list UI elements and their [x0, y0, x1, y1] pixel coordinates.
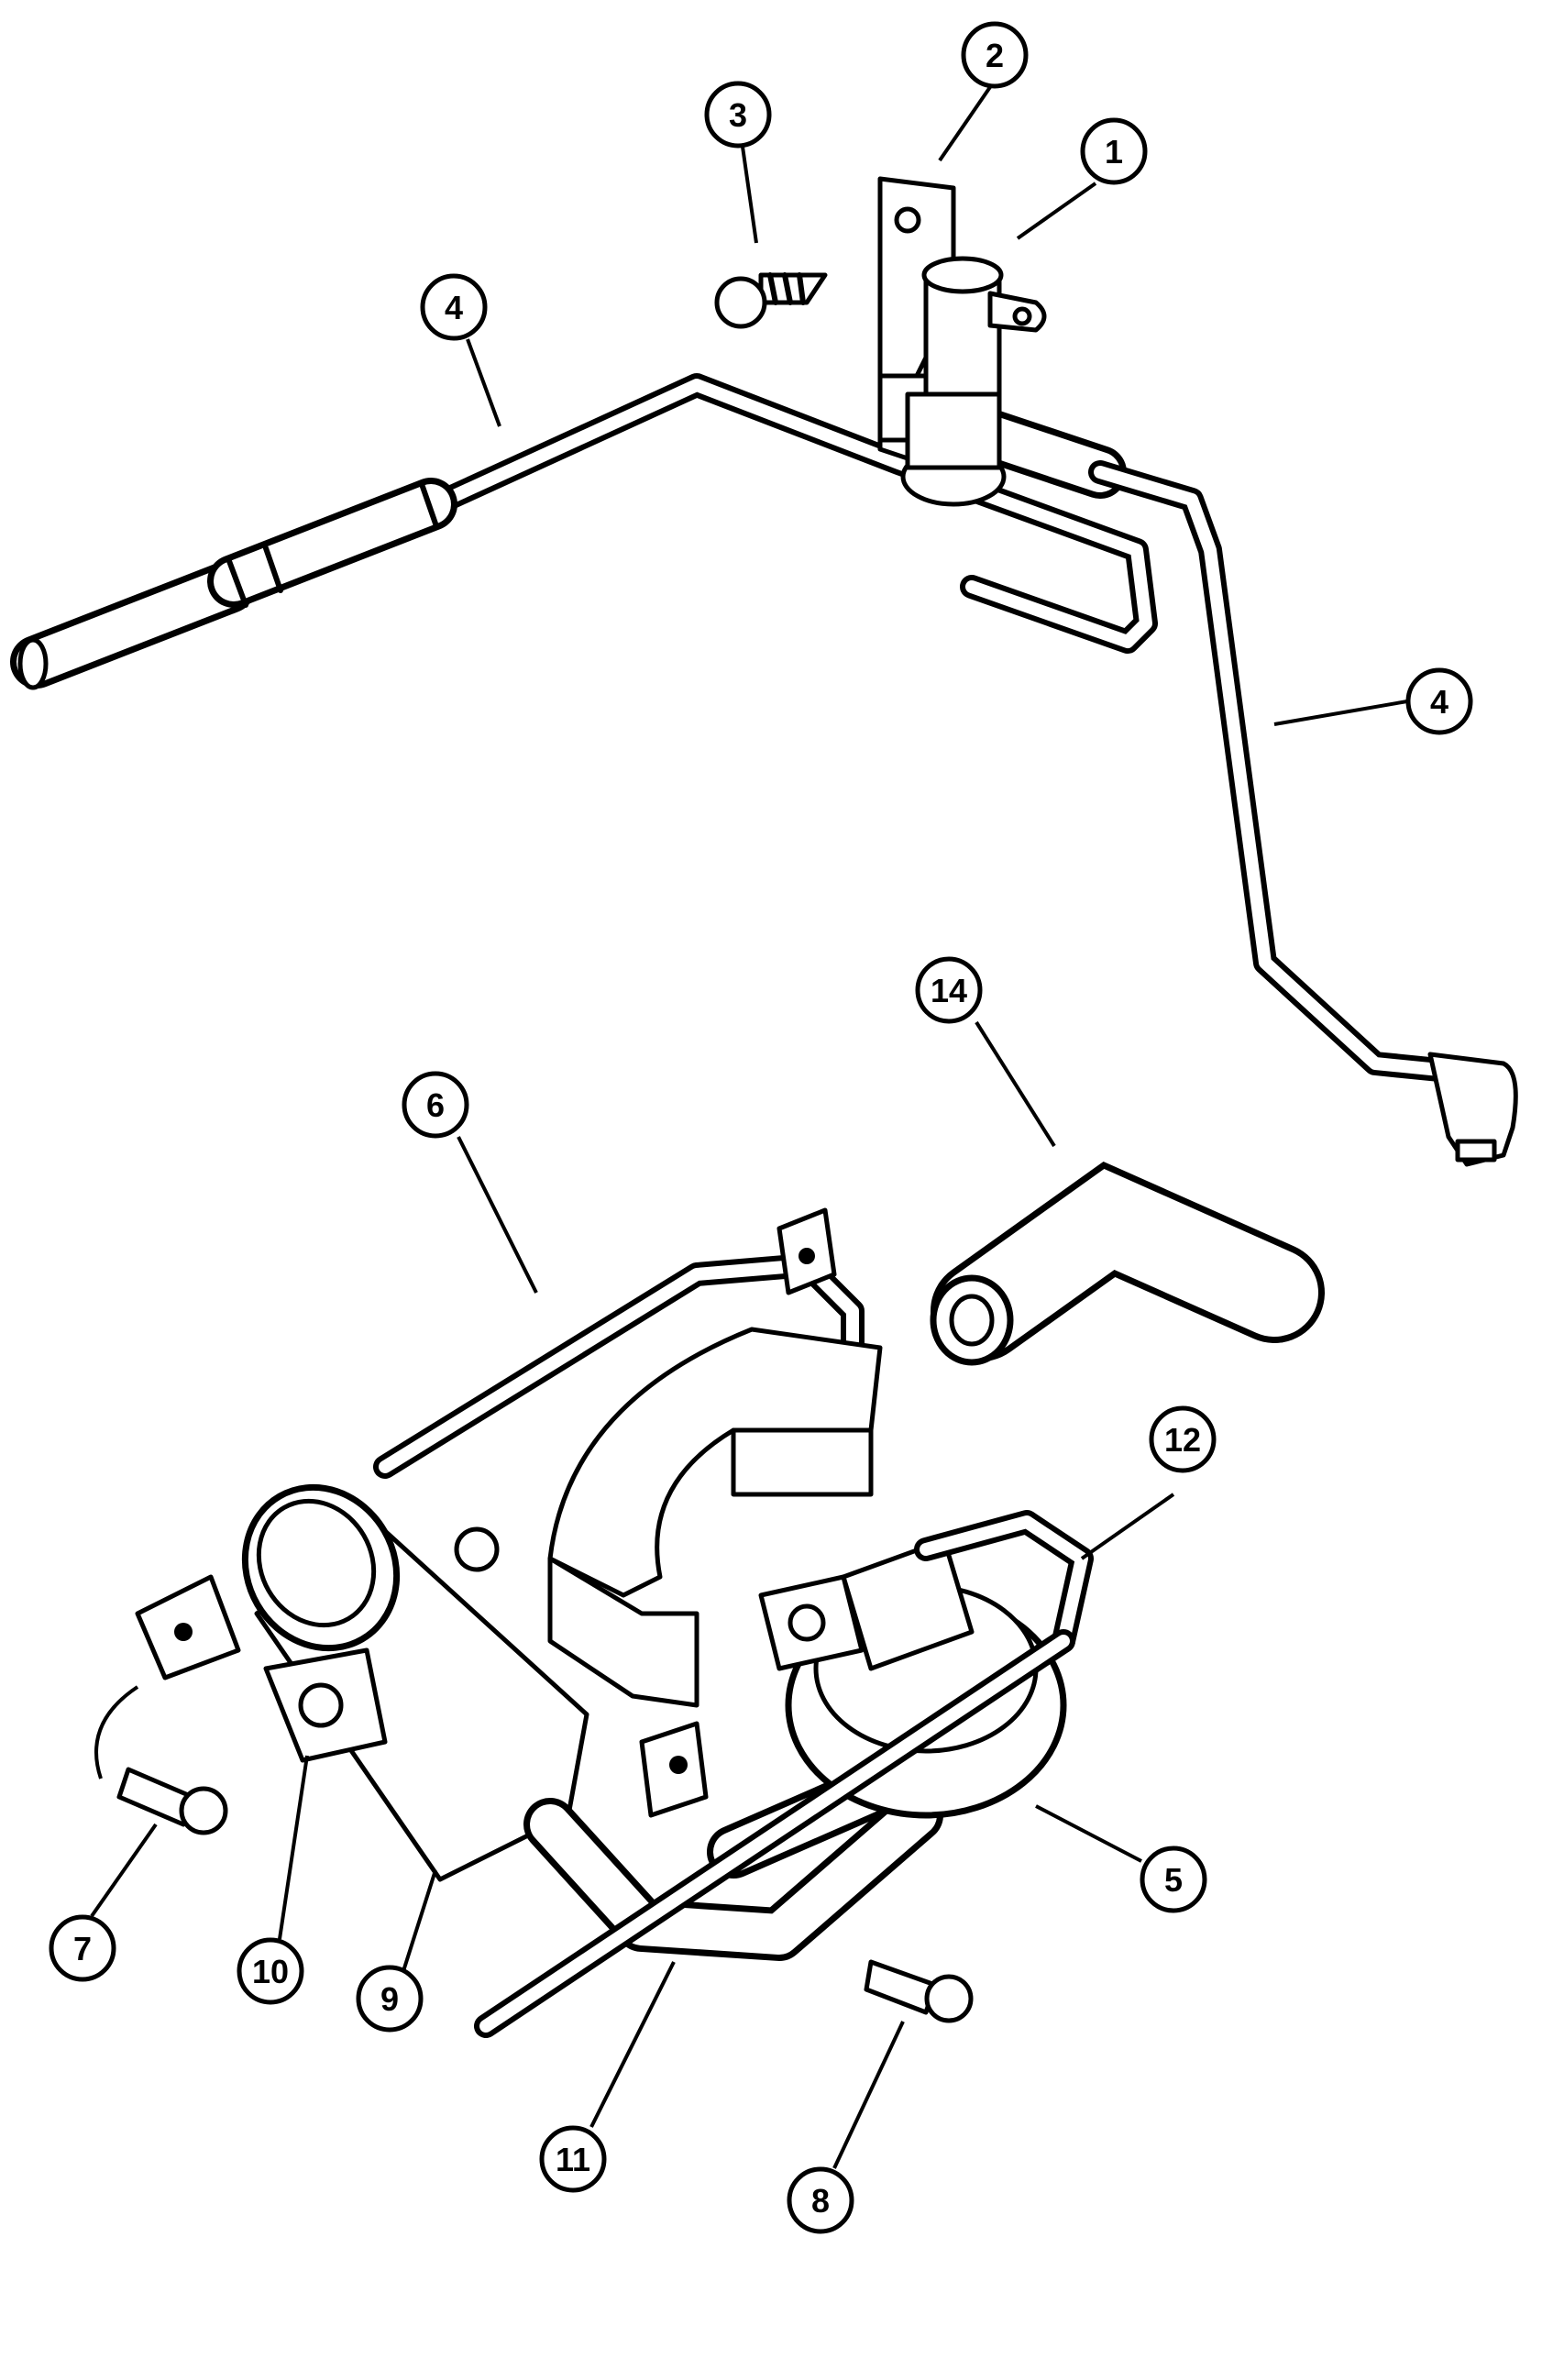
- svg-text:5: 5: [1164, 1861, 1183, 1899]
- screw-part-7: [94, 1685, 228, 1835]
- svg-text:10: 10: [252, 1953, 289, 1990]
- svg-text:6: 6: [426, 1086, 445, 1124]
- mounting-bracket: [547, 1327, 883, 1818]
- callout-4-right: 4: [1405, 667, 1473, 735]
- svg-text:7: 7: [73, 1930, 92, 1967]
- callout-11: 11: [539, 2125, 607, 2193]
- callout-9: 9: [356, 1965, 424, 2033]
- vapor-line-upper: [10, 373, 1518, 1167]
- svg-text:14: 14: [931, 972, 967, 1009]
- purge-valve-part-1: [900, 256, 1047, 507]
- line-part-12: [474, 1629, 1075, 2038]
- canister-part-9: [135, 1483, 589, 1882]
- callout-2: 2: [961, 21, 1029, 89]
- svg-text:3: 3: [729, 96, 747, 134]
- callout-4-upper: 4: [420, 273, 488, 341]
- callout-12: 12: [1149, 1405, 1217, 1473]
- screw-part-8: [864, 1959, 974, 2023]
- screw-part-3: [714, 272, 828, 329]
- svg-text:11: 11: [556, 2141, 590, 2178]
- hose-part-14: [930, 1161, 1325, 1366]
- callout-6: 6: [402, 1071, 469, 1139]
- leader-lines: [90, 85, 1408, 2169]
- callout-3: 3: [704, 81, 772, 149]
- svg-text:2: 2: [986, 37, 1004, 74]
- callout-1: 1: [1080, 117, 1148, 185]
- svg-text:1: 1: [1105, 133, 1123, 171]
- svg-text:4: 4: [1430, 683, 1448, 721]
- callout-14: 14: [915, 956, 983, 1024]
- callout-10: 10: [237, 1937, 304, 2005]
- svg-text:12: 12: [1164, 1421, 1201, 1459]
- callout-8: 8: [787, 2166, 854, 2234]
- svg-text:4: 4: [445, 289, 463, 326]
- callout-5: 5: [1140, 1846, 1207, 1913]
- vapor-line-part-6: [373, 1207, 865, 1479]
- svg-text:9: 9: [380, 1980, 399, 2018]
- callout-7: 7: [49, 1914, 116, 1982]
- vent-valve-part-5: [758, 1510, 1094, 1819]
- svg-text:8: 8: [811, 2182, 830, 2220]
